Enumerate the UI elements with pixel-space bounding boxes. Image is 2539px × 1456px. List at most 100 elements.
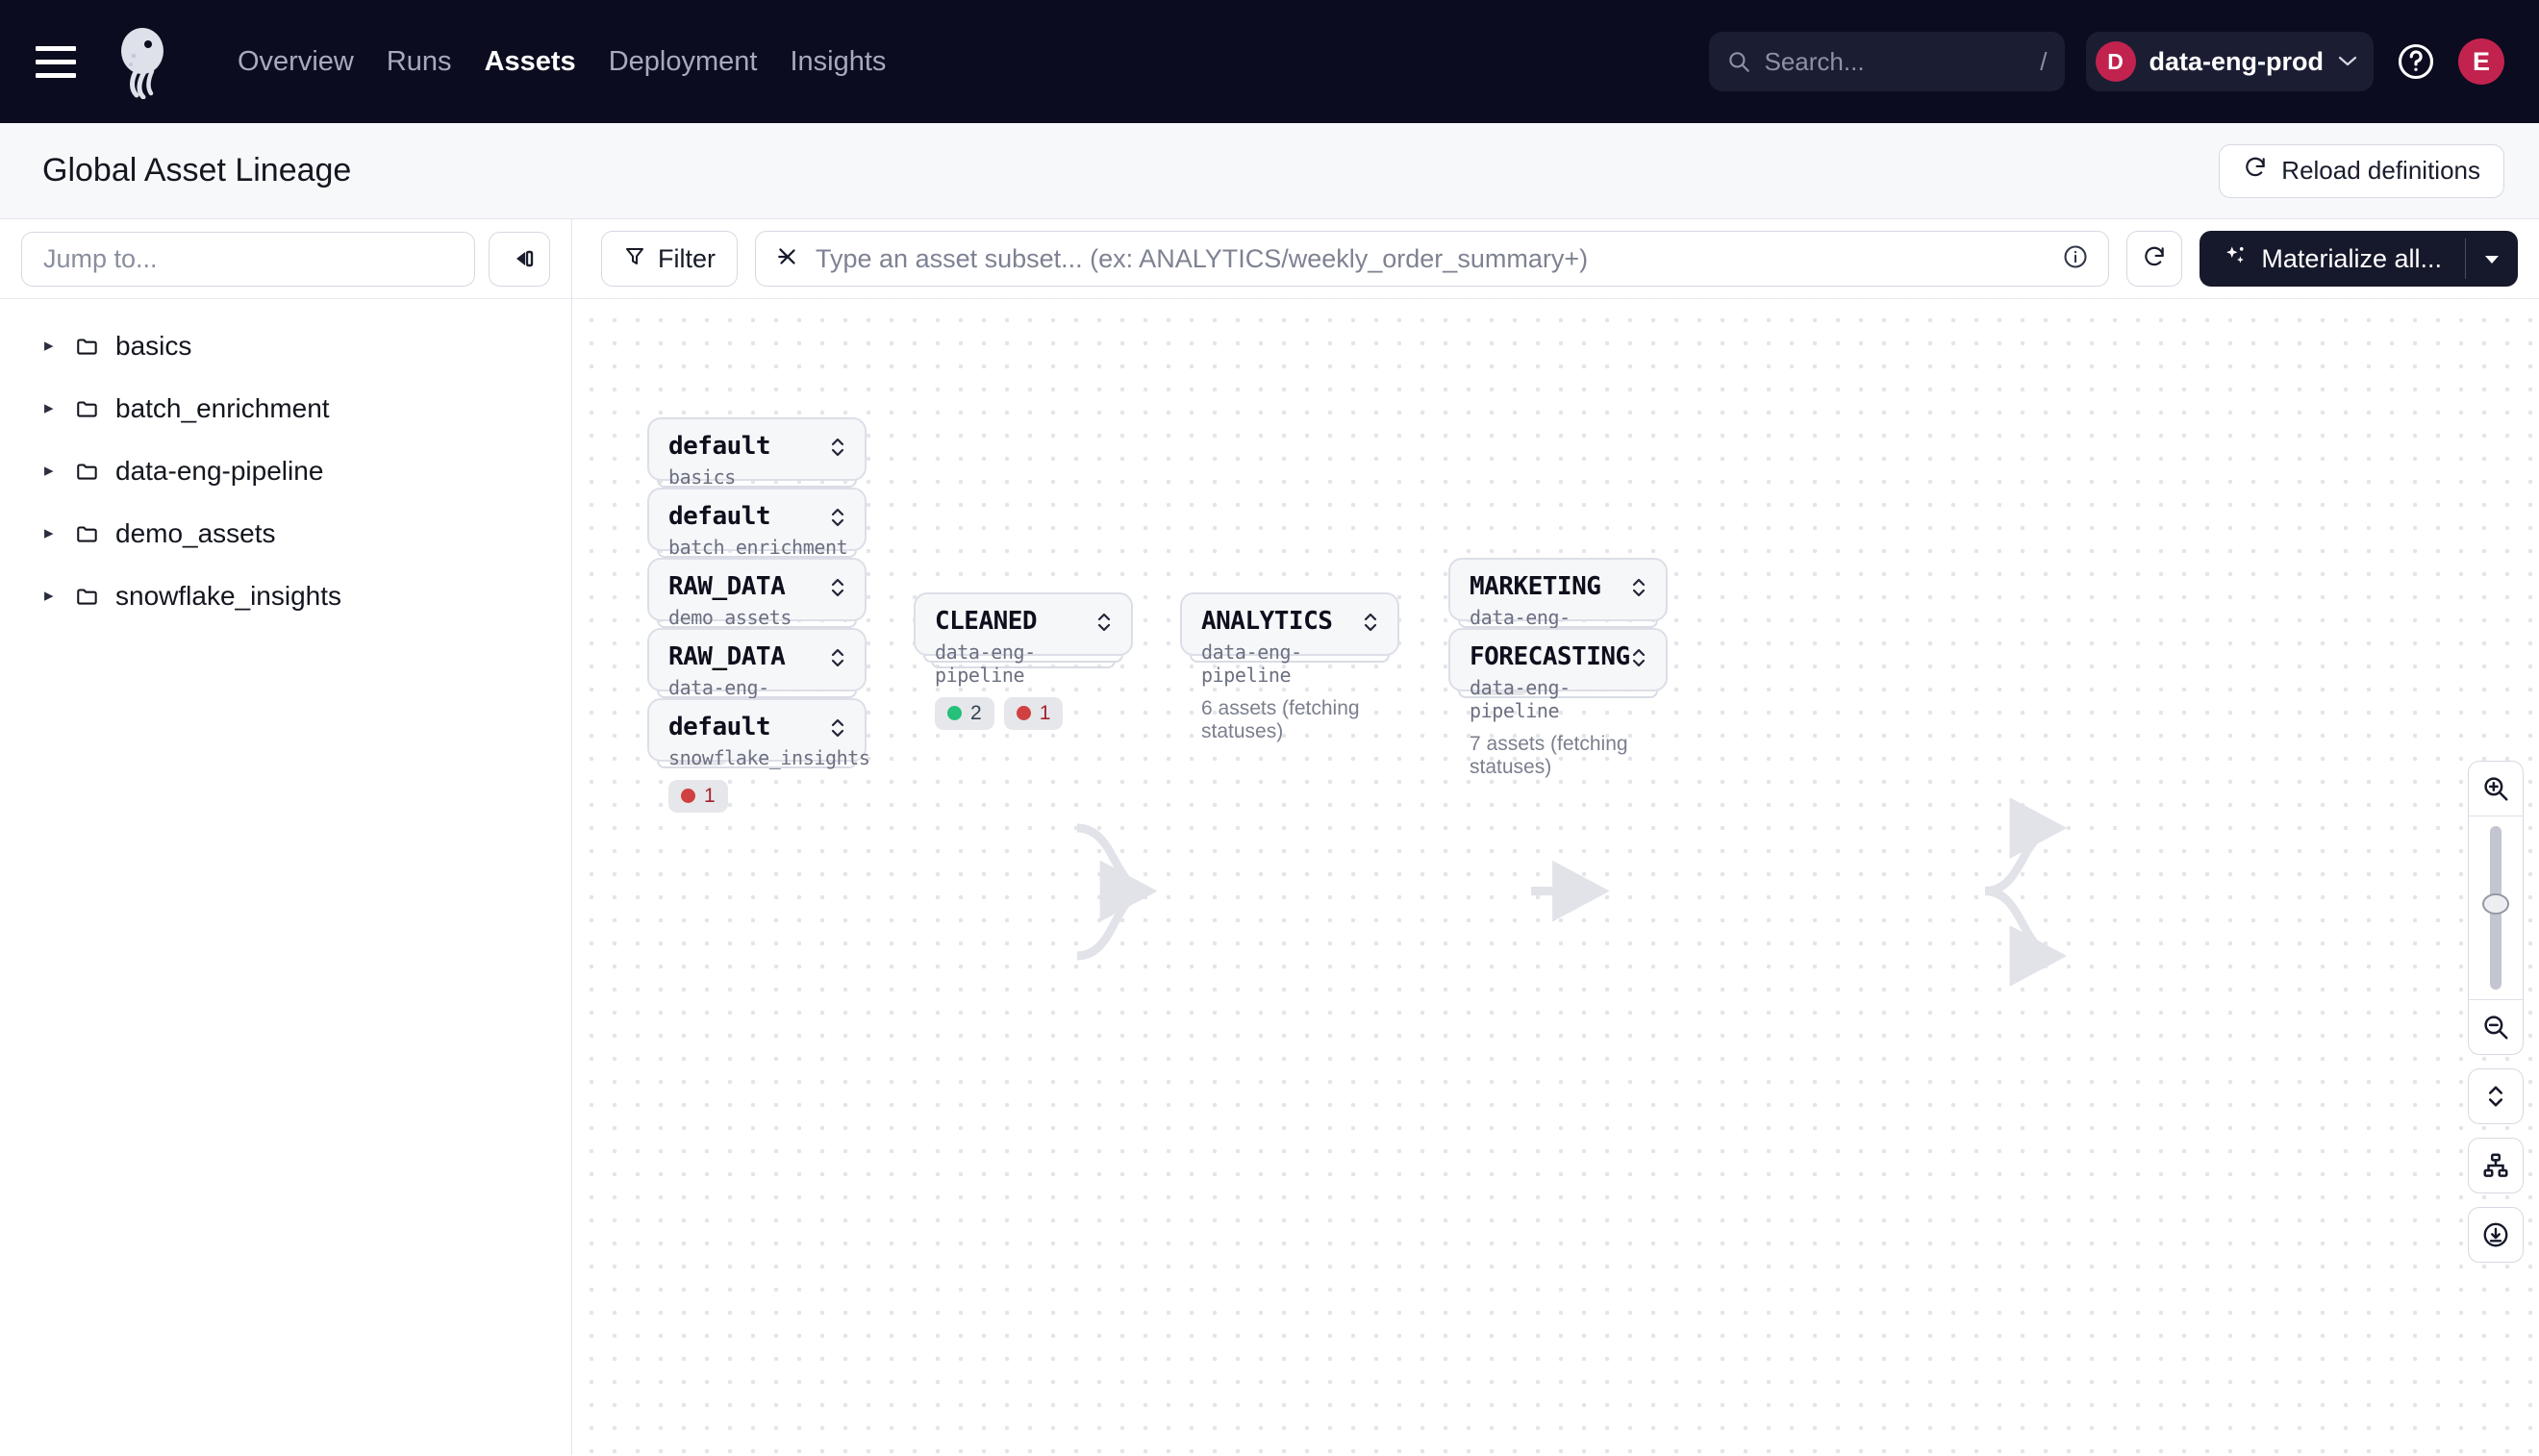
status-badge-failed[interactable]: 1 bbox=[668, 779, 728, 813]
nav-link-deployment[interactable]: Deployment bbox=[608, 45, 758, 77]
node-status-pills: 2 1 bbox=[935, 696, 1112, 730]
sidebar-item-label: snowflake_insights bbox=[115, 580, 342, 611]
expand-collapse-icon[interactable] bbox=[828, 715, 847, 745]
asset-group-node-analytics[interactable]: ANALYTICS data-eng-pipeline 6 assets (fe… bbox=[1180, 592, 1399, 742]
materialize-dropdown-button[interactable] bbox=[2466, 231, 2518, 287]
expand-collapse-icon[interactable] bbox=[828, 645, 847, 675]
node-card[interactable]: MARKETING data-eng-pipeline 3 bbox=[1448, 558, 1668, 695]
expand-collapse-icon[interactable] bbox=[1094, 610, 1114, 640]
asset-group-node-basics[interactable]: default basics 3 bbox=[647, 417, 867, 532]
status-badge-failed[interactable]: 1 bbox=[1003, 696, 1064, 730]
sidebar-item-batch_enrichment[interactable]: ▸ batch_enrichment bbox=[0, 377, 571, 439]
sidebar-item-snowflake_insights[interactable]: ▸ snowflake_insights bbox=[0, 565, 571, 627]
nav-link-runs[interactable]: Runs bbox=[386, 45, 452, 77]
info-circle-icon[interactable] bbox=[2062, 243, 2089, 275]
sidebar-item-label: demo_assets bbox=[115, 517, 276, 548]
expand-collapse-icon[interactable] bbox=[828, 505, 847, 535]
filter-button[interactable]: Filter bbox=[601, 231, 738, 287]
sidebar-item-basics[interactable]: ▸ basics bbox=[0, 314, 571, 377]
expand-collapse-icon[interactable] bbox=[1629, 575, 1648, 605]
node-card[interactable]: CLEANED data-eng-pipeline 2 1 bbox=[914, 592, 1133, 730]
deployment-switcher[interactable]: D data-eng-prod bbox=[2085, 32, 2374, 91]
node-name: RAW_DATA bbox=[668, 642, 786, 671]
filter-label: Filter bbox=[658, 243, 716, 273]
download-icon[interactable] bbox=[2468, 1207, 2524, 1263]
help-circle-icon[interactable] bbox=[2395, 40, 2437, 83]
chevron-right-icon[interactable]: ▸ bbox=[44, 523, 54, 543]
nav-link-overview[interactable]: Overview bbox=[238, 45, 354, 77]
node-card[interactable]: RAW_DATA data-eng-pipeline 2 bbox=[647, 628, 867, 766]
node-card[interactable]: RAW_DATA demo_assets 1 bbox=[647, 558, 867, 672]
chevron-right-icon[interactable]: ▸ bbox=[44, 336, 54, 356]
zoom-in-icon[interactable] bbox=[2469, 762, 2523, 816]
asset-group-node-cleaned[interactable]: CLEANED data-eng-pipeline 2 1 bbox=[914, 592, 1133, 730]
node-group: basics bbox=[668, 464, 736, 489]
folder-icon bbox=[73, 459, 115, 484]
nav-link-assets[interactable]: Assets bbox=[484, 45, 576, 77]
node-group: demo_assets bbox=[668, 605, 792, 629]
lineage-edges bbox=[1076, 797, 2068, 987]
zoom-out-icon[interactable] bbox=[2469, 1000, 2523, 1054]
dagster-logo-icon[interactable] bbox=[108, 24, 183, 100]
edge-rawdemo-cleaned bbox=[1076, 823, 1158, 922]
zoom-slider-thumb[interactable] bbox=[2482, 893, 2509, 915]
expand-collapse-icon[interactable] bbox=[828, 575, 847, 605]
node-name: FORECASTING bbox=[1470, 642, 1630, 671]
asset-subset-input[interactable]: Type an asset subset... (ex: ANALYTICS/w… bbox=[755, 231, 2110, 287]
search-icon bbox=[1726, 49, 1751, 74]
search-shortcut-hint: / bbox=[2040, 46, 2048, 76]
collapse-panel-icon[interactable] bbox=[489, 231, 550, 287]
lineage-canvas[interactable]: default basics 3 bbox=[572, 299, 2539, 1455]
node-card[interactable]: ANALYTICS data-eng-pipeline 6 assets (fe… bbox=[1180, 592, 1399, 742]
expand-collapse-icon[interactable] bbox=[1361, 610, 1380, 640]
expand-collapse-all-icon[interactable] bbox=[2468, 1068, 2524, 1124]
node-card[interactable]: FORECASTING data-eng-pipeline 7 assets (… bbox=[1448, 628, 1668, 778]
asset-groups-sidebar: Jump to... ▸ basics ▸ bbox=[0, 219, 572, 1455]
chevron-right-icon[interactable]: ▸ bbox=[44, 398, 54, 418]
refresh-icon bbox=[2142, 244, 2167, 274]
sidebar-item-data-eng-pipeline[interactable]: ▸ data-eng-pipeline bbox=[0, 439, 571, 502]
folder-icon bbox=[73, 584, 115, 609]
deployment-name: data-eng-prod bbox=[2149, 46, 2325, 76]
materialize-all-button-group[interactable]: Materialize all... bbox=[2200, 231, 2518, 287]
expand-collapse-icon[interactable] bbox=[1629, 645, 1648, 675]
chevron-right-icon[interactable]: ▸ bbox=[44, 461, 54, 481]
sidebar-item-label: data-eng-pipeline bbox=[115, 455, 324, 486]
zoom-slider[interactable] bbox=[2482, 816, 2509, 999]
asset-group-node-raw_data-pipeline[interactable]: RAW_DATA data-eng-pipeline 2 bbox=[647, 628, 867, 766]
folder-icon bbox=[73, 521, 115, 546]
chevron-down-icon bbox=[2337, 51, 2358, 73]
node-card[interactable]: default snowflake_insights 1 bbox=[647, 698, 870, 813]
status-badge-success[interactable]: 2 bbox=[935, 696, 994, 730]
hierarchy-layout-icon[interactable] bbox=[2468, 1138, 2524, 1193]
asset-group-node-snowflake_insights[interactable]: default snowflake_insights 1 bbox=[647, 698, 870, 813]
global-search-input[interactable]: Search... / bbox=[1708, 32, 2065, 91]
expand-collapse-icon[interactable] bbox=[828, 435, 847, 464]
asset-group-node-batch_enrichment[interactable]: default batch_enrichment 2 bbox=[647, 488, 867, 602]
node-group: snowflake_insights bbox=[668, 745, 870, 769]
nav-link-insights[interactable]: Insights bbox=[790, 45, 887, 77]
edge-analytics-marketing bbox=[1984, 797, 2068, 896]
materialize-all-button[interactable]: Materialize all... bbox=[2200, 231, 2465, 287]
node-group: data-eng-pipeline bbox=[1470, 675, 1571, 722]
status-dot-red-icon bbox=[1016, 706, 1031, 721]
page-title: Global Asset Lineage bbox=[42, 152, 352, 188]
chevron-right-icon[interactable]: ▸ bbox=[44, 586, 54, 606]
node-fetching-status: 6 assets (fetching statuses) bbox=[1201, 696, 1360, 742]
funnel-icon bbox=[623, 244, 646, 274]
status-count: 1 bbox=[1039, 701, 1051, 724]
hamburger-menu-icon[interactable] bbox=[29, 35, 83, 88]
node-card[interactable]: default basics 3 bbox=[647, 417, 867, 532]
sidebar-item-demo_assets[interactable]: ▸ demo_assets bbox=[0, 502, 571, 565]
jump-to-input[interactable]: Jump to... bbox=[21, 231, 475, 287]
node-group: data-eng-pipeline bbox=[1201, 640, 1302, 687]
reload-definitions-button[interactable]: Reload definitions bbox=[2219, 143, 2504, 198]
asset-group-node-marketing[interactable]: MARKETING data-eng-pipeline 3 bbox=[1448, 558, 1668, 695]
top-navigation-bar: Overview Runs Assets Deployment Insights… bbox=[0, 0, 2539, 123]
node-name: default bbox=[668, 502, 771, 531]
asset-group-node-forecasting[interactable]: FORECASTING data-eng-pipeline 7 assets (… bbox=[1448, 628, 1668, 778]
user-avatar[interactable]: E bbox=[2458, 38, 2504, 85]
node-card[interactable]: default batch_enrichment 2 bbox=[647, 488, 867, 602]
graph-refresh-button[interactable] bbox=[2126, 231, 2183, 287]
asset-group-node-demo_assets[interactable]: RAW_DATA demo_assets 1 bbox=[647, 558, 867, 672]
